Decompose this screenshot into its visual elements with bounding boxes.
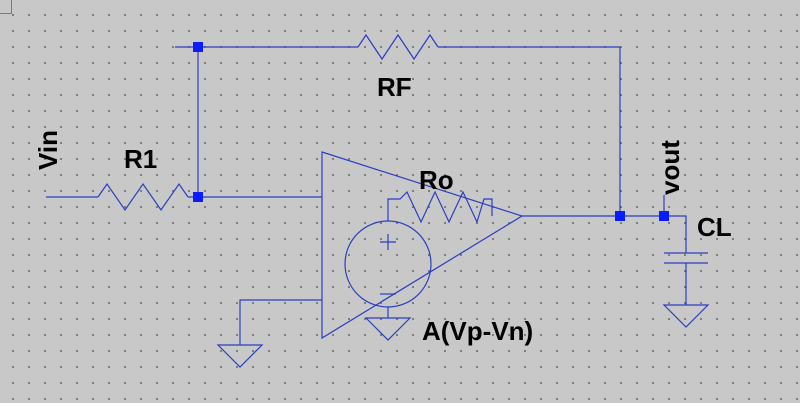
label-vin: Vin	[33, 130, 63, 170]
label-cl: CL	[697, 212, 732, 242]
ground-cl	[662, 304, 710, 328]
opamp-triangle[interactable]	[321, 151, 524, 340]
wire-cl-branch[interactable]	[664, 215, 687, 253]
node-vout	[659, 211, 669, 221]
corner-mark	[0, 0, 12, 14]
resistor-r1[interactable]	[97, 182, 189, 212]
wire-noninverting[interactable]	[239, 299, 322, 345]
node-feedback-output	[615, 211, 625, 221]
label-rf: RF	[377, 72, 412, 102]
voltage-source[interactable]	[344, 216, 432, 318]
ground-source	[364, 317, 412, 341]
node-feedback-top	[193, 42, 203, 52]
ground-noninverting	[216, 344, 264, 368]
label-vout: vout	[655, 140, 685, 195]
resistor-rf[interactable]	[357, 33, 439, 61]
label-ro: Ro	[419, 165, 454, 195]
resistor-ro[interactable]	[387, 190, 493, 224]
label-r1: R1	[124, 144, 157, 174]
label-source: A(Vp-Vn)	[422, 316, 533, 346]
node-inverting	[193, 192, 203, 202]
capacitor-cl[interactable]	[664, 252, 708, 264]
wires	[46, 46, 687, 345]
